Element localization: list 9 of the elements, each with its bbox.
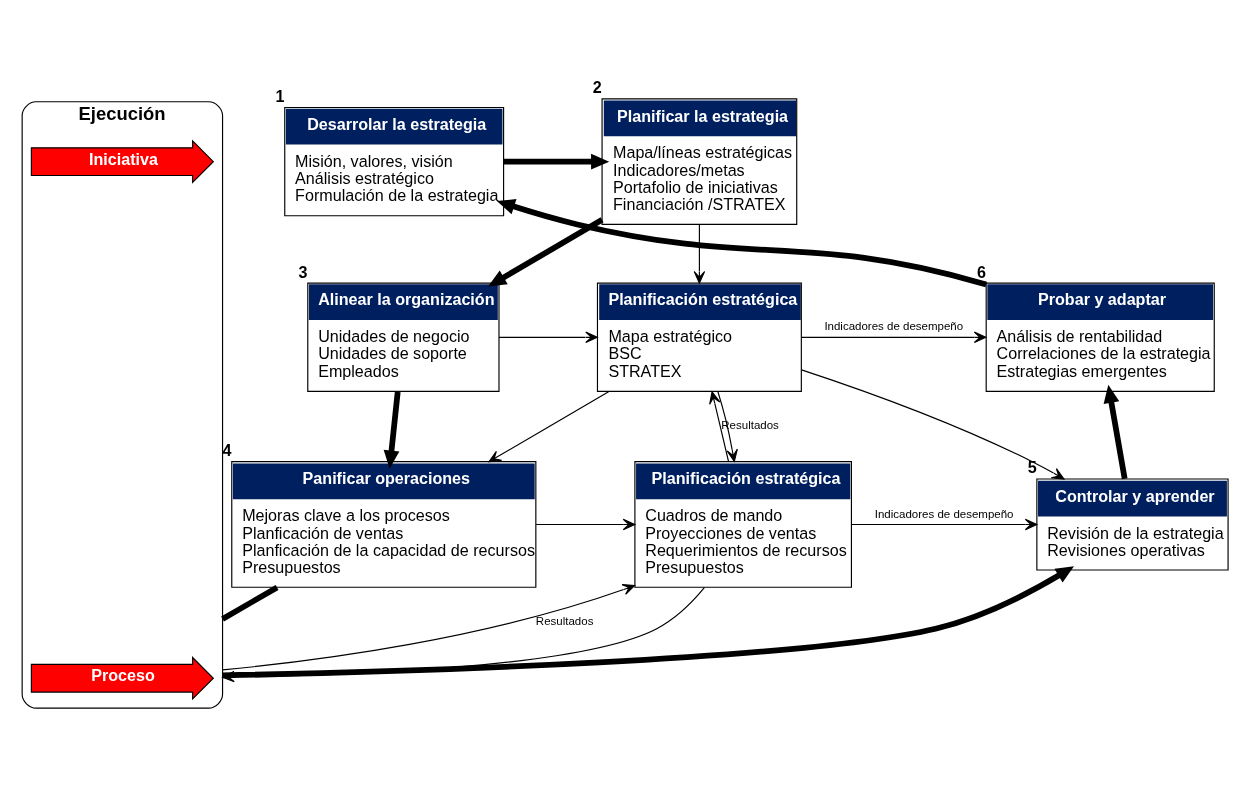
node-label: 1 [275, 86, 285, 105]
edge-label: Resultados [535, 614, 594, 627]
edge-label: Indicadores de desempeño [824, 319, 964, 332]
node-label: 2 [592, 77, 602, 96]
edge-label: Indicadores de desempeño [874, 507, 1014, 520]
node-label: 6 [976, 262, 986, 281]
node-label: 4 [222, 440, 232, 459]
node-label: 5 [1027, 457, 1037, 476]
node-label: 3 [298, 262, 308, 281]
